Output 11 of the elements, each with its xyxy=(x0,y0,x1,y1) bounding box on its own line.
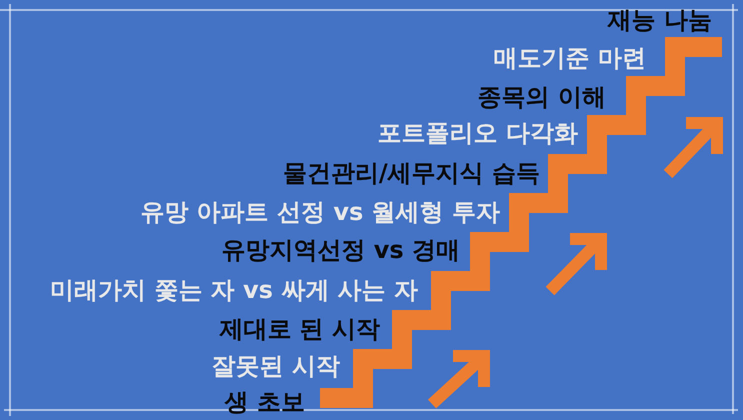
step-label: 유망 아파트 선정 vs 월세형 투자 xyxy=(140,198,500,226)
step-label: 미래가치 쫓는 자 vs 싸게 사는 자 xyxy=(50,276,418,304)
step-label: 잘못된 시작 xyxy=(212,352,340,380)
step-label: 물건관리/세무지식 습득 xyxy=(282,159,540,187)
step-label: 유망지역선정 vs 경매 xyxy=(221,236,460,264)
step-label: 포트폴리오 다각화 xyxy=(378,119,578,147)
step-label: 제대로 된 시작 xyxy=(219,315,380,343)
step-label: 생 초보 xyxy=(224,388,305,416)
step-label: 매도기준 마련 xyxy=(494,44,646,72)
step-label: 재능 나눔 xyxy=(608,6,712,34)
step-label: 종목의 이해 xyxy=(478,83,606,111)
